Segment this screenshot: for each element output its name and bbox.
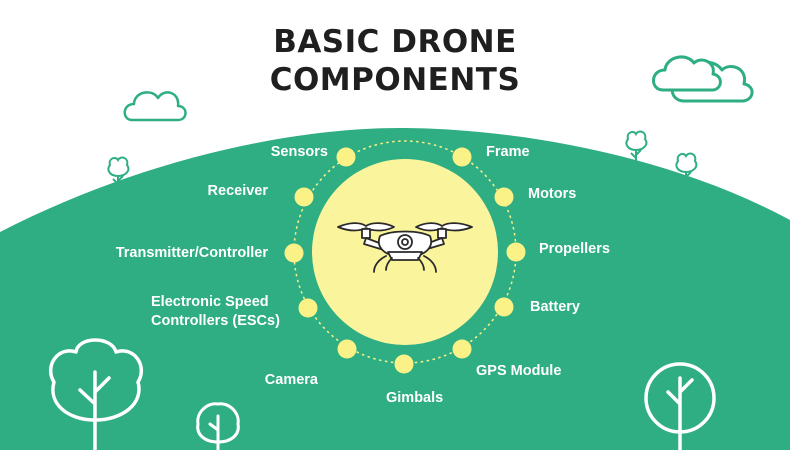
- label-sensors: Sensors: [270, 144, 328, 160]
- cloud-icon: [652, 55, 754, 103]
- node-sensors: [336, 147, 356, 167]
- label-gimbals: Gimbals: [386, 390, 444, 406]
- node-receiver: [294, 187, 314, 207]
- node-esc: [298, 298, 318, 318]
- node-camera: [337, 339, 357, 359]
- tree-icon: [625, 130, 648, 165]
- tree-icon: [644, 362, 716, 450]
- label-camera: Camera: [264, 372, 318, 388]
- node-battery: [494, 297, 514, 317]
- label-propellers: Propellers: [539, 241, 610, 257]
- node-frame: [452, 147, 472, 167]
- tree-icon: [196, 402, 240, 450]
- tree-icon: [107, 156, 130, 192]
- label-esc-line2: Controllers (ESCs): [151, 313, 280, 329]
- page-title-line1: BASIC DRONE: [273, 24, 517, 60]
- drone-icon: [337, 222, 473, 273]
- label-frame: Frame: [486, 144, 530, 160]
- node-motors: [494, 187, 514, 207]
- node-transmitter: [284, 243, 304, 263]
- node-gimbals: [394, 354, 414, 374]
- label-esc-line1: Electronic Speed: [151, 294, 269, 310]
- node-gps: [452, 339, 472, 359]
- tree-icon: [675, 152, 698, 188]
- label-transmitter: Transmitter/Controller: [115, 245, 268, 261]
- page-title-line2: COMPONENTS: [269, 62, 521, 98]
- label-battery: Battery: [530, 299, 580, 315]
- label-motors: Motors: [528, 186, 577, 202]
- label-gps: GPS Module: [476, 363, 562, 379]
- node-propellers: [506, 242, 526, 262]
- cloud-icon: [123, 91, 187, 122]
- label-receiver: Receiver: [207, 183, 268, 199]
- tree-icon: [48, 338, 144, 450]
